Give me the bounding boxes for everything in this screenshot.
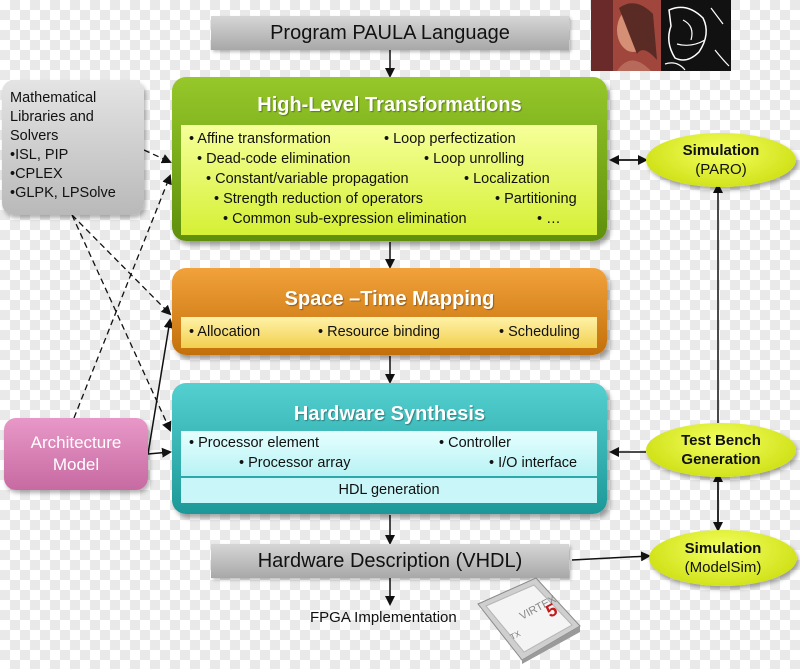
- math-line: Libraries and: [10, 109, 94, 125]
- dash-math-to-hl: [143, 149, 172, 164]
- oval-line: Test Bench: [681, 432, 761, 449]
- hardware-description-bar: Hardware Description (VHDL): [211, 544, 569, 578]
- hdl-generation-panel: HDL generation: [181, 478, 597, 503]
- dash-math-to-st: [71, 214, 172, 316]
- synthesis-item: • I/O interface: [489, 455, 578, 471]
- stage-title: Hardware Synthesis: [293, 403, 486, 425]
- transform-item: • Loop unrolling: [424, 151, 525, 167]
- synthesis-item: • Controller: [439, 435, 511, 451]
- math-line: Solvers: [10, 128, 59, 144]
- dash-arch-to-hl: [73, 174, 172, 419]
- transform-item: • Affine transformation: [189, 131, 331, 147]
- transform-item: • Partitioning: [495, 191, 577, 207]
- mapping-item: • Resource binding: [318, 324, 440, 340]
- arrow-arch-to-hw: [147, 447, 172, 458]
- fpga-chip-image: VIRTEX 5 TX: [472, 574, 584, 664]
- stage-title: Space –Time Mapping: [284, 288, 495, 310]
- transform-item: • Constant/variable propagation: [206, 171, 409, 187]
- oval-line: (PARO): [695, 161, 747, 178]
- architecture-model-box: Architecture Model: [4, 418, 148, 490]
- fpga-implementation-label: FPGA Implementation: [310, 609, 457, 626]
- program-language-bar: Program PAULA Language: [211, 16, 569, 50]
- hardware-items-panel: • Processor element • Controller • Proce…: [181, 431, 597, 476]
- oval-line: Simulation: [684, 540, 762, 557]
- oval-line: Generation: [681, 451, 761, 468]
- math-line: •ISL, PIP: [10, 147, 69, 163]
- transform-item: • Dead-code elimination: [197, 151, 351, 167]
- synthesis-item: • Processor element: [189, 435, 319, 451]
- transform-item: • …: [537, 211, 561, 227]
- oval-line: Simulation: [682, 142, 760, 159]
- transform-item: • Common sub-expression elimination: [223, 211, 467, 227]
- synthesis-item: • Processor array: [239, 455, 351, 471]
- transform-item: • Localization: [464, 171, 550, 187]
- simulation-modelsim-oval: Simulation (ModelSim): [649, 530, 797, 586]
- space-time-items-panel: • Allocation • Resource binding • Schedu…: [181, 317, 597, 348]
- test-bench-generation-oval: Test Bench Generation: [646, 423, 796, 477]
- math-line: •GLPK, LPSolve: [10, 185, 116, 201]
- high-level-items-panel: • Affine transformation • Loop perfectiz…: [181, 125, 597, 235]
- arch-line: Model: [52, 455, 100, 474]
- mapping-item: • Allocation: [189, 324, 261, 340]
- simulation-paro-oval: Simulation (PARO): [646, 133, 796, 187]
- arch-line: Architecture: [30, 433, 122, 452]
- math-libraries-box: Mathematical Libraries and Solvers •ISL,…: [2, 80, 144, 215]
- stage-title: High-Level Transformations: [257, 94, 522, 116]
- oval-line: (ModelSim): [684, 559, 762, 576]
- transform-item: • Loop perfectization: [384, 131, 516, 147]
- math-line: •CPLEX: [10, 166, 63, 182]
- dash-math-to-hw: [71, 214, 172, 432]
- transform-item: • Strength reduction of operators: [214, 191, 424, 207]
- mapping-item: • Scheduling: [499, 324, 580, 340]
- math-line: Mathematical: [10, 90, 97, 106]
- arrow-arch-to-st: [147, 318, 174, 455]
- arrow-vhdl-to-modelsim: [571, 551, 651, 562]
- image-thumbnails: [591, 0, 731, 71]
